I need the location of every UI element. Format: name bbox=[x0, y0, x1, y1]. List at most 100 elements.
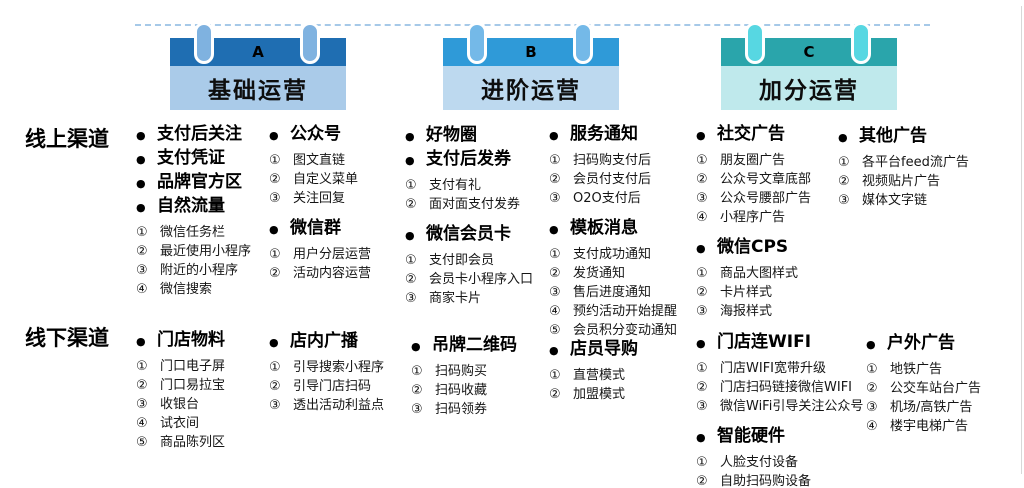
section-title-text: 智能硬件 bbox=[717, 426, 785, 446]
calendar-pin-icon bbox=[851, 22, 871, 64]
circled-number: ① bbox=[696, 153, 708, 168]
section-title: ●户外广告 bbox=[866, 332, 1022, 356]
circled-number: ③ bbox=[838, 193, 850, 208]
section-title-text: 模板消息 bbox=[570, 218, 638, 238]
banner-basic-operations: A 基础运营 bbox=[170, 22, 346, 110]
circled-number: ② bbox=[269, 172, 281, 187]
circled-number: ③ bbox=[411, 402, 423, 417]
section-title-text: 店内广播 bbox=[290, 331, 358, 351]
bullet-icon: ● bbox=[269, 129, 279, 142]
item-text: 关注回复 bbox=[293, 191, 346, 206]
item-text: 门口易拉宝 bbox=[160, 378, 226, 393]
bullet-icon: ● bbox=[136, 153, 146, 166]
bullet-icon: ● bbox=[405, 154, 415, 167]
item-text: 地铁广告 bbox=[890, 362, 943, 377]
list-item: ③ 透出活动利益点 bbox=[269, 396, 419, 415]
bullet-icon: ● bbox=[269, 223, 279, 236]
section-title-text: 门店连WIFI bbox=[717, 332, 812, 352]
item-text: 公众号腰部广告 bbox=[720, 191, 812, 206]
banner-title: 加分运营 bbox=[721, 66, 897, 110]
item-text: 门店WIFI宽带升级 bbox=[720, 361, 826, 376]
section-title-text: 公众号 bbox=[290, 124, 341, 144]
item-text: 预约活动开始提醒 bbox=[573, 304, 678, 319]
item-text: 试衣间 bbox=[160, 416, 200, 431]
item-text: 扫码购支付后 bbox=[573, 153, 652, 168]
row-label-online-channels: 线上渠道 bbox=[25, 127, 109, 151]
item-text: 引导门店扫码 bbox=[293, 379, 372, 394]
circled-number: ② bbox=[696, 380, 708, 395]
bullet-icon: ● bbox=[549, 129, 559, 142]
circled-number: ③ bbox=[136, 263, 148, 278]
section-title: ●门店物料 bbox=[136, 329, 268, 353]
section-title: ●门店连WIFI bbox=[696, 331, 872, 355]
list-item: ③ 关注回复 bbox=[269, 189, 403, 208]
section-title: ●品牌官方区 bbox=[136, 171, 268, 195]
circled-number: ① bbox=[549, 368, 561, 383]
item-text: 微信WiFi引导关注公众号 bbox=[720, 399, 864, 414]
item-text: 直营模式 bbox=[573, 368, 626, 383]
circled-number: ③ bbox=[269, 191, 281, 206]
item-text: 引导搜索小程序 bbox=[293, 360, 385, 375]
item-text: 微信任务栏 bbox=[160, 225, 226, 240]
circled-number: ④ bbox=[549, 304, 561, 319]
section-title-text: 自然流量 bbox=[157, 196, 225, 216]
item-text: 自助扫码购设备 bbox=[720, 474, 812, 488]
circled-number: ③ bbox=[269, 398, 281, 413]
section-title-text: 店员导购 bbox=[570, 339, 638, 359]
circled-number: ① bbox=[866, 362, 878, 377]
circled-number: ① bbox=[405, 253, 417, 268]
bullet-icon: ● bbox=[838, 131, 848, 144]
bullet-icon: ● bbox=[696, 129, 706, 142]
calendar-pin-icon bbox=[573, 22, 593, 64]
circled-number: ① bbox=[411, 364, 423, 379]
calendar-pin-icon bbox=[745, 22, 765, 64]
item-text: 透出活动利益点 bbox=[293, 398, 385, 413]
circled-number: ① bbox=[269, 247, 281, 262]
circled-number: ① bbox=[136, 225, 148, 240]
bullet-icon: ● bbox=[696, 242, 706, 255]
item-text: 会员卡小程序入口 bbox=[429, 272, 534, 287]
circled-number: ① bbox=[136, 359, 148, 374]
